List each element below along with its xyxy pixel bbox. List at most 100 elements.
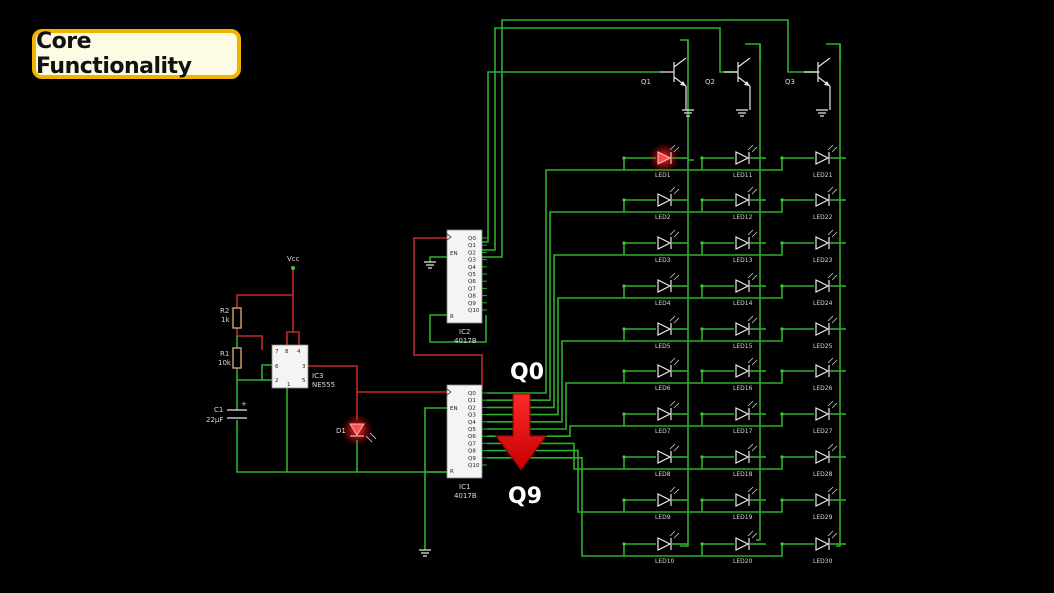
led-led8: LED8 [622, 443, 688, 478]
led-label: LED16 [733, 385, 753, 392]
pin-label: R [450, 314, 454, 320]
svg-text:7: 7 [275, 349, 279, 355]
led-body [735, 450, 750, 464]
led-matrix: LED1LED2LED3LED4LED5LED6LED7LED8LED9LED1… [622, 143, 846, 565]
junction [700, 498, 704, 502]
pin-label: EN [450, 406, 458, 412]
junction [622, 455, 626, 459]
led-label: LED7 [655, 428, 671, 435]
led-label: LED12 [733, 214, 753, 221]
led-body [657, 151, 672, 165]
transistor-label: Q3 [785, 78, 795, 86]
led-label: LED18 [733, 471, 753, 478]
chip-ref: IC1 [459, 483, 470, 491]
led-body [815, 279, 830, 293]
led-rays [669, 530, 680, 539]
led-led9: LED9 [622, 486, 688, 521]
led-rays [669, 229, 680, 238]
title-badge-text: Core Functionality [36, 29, 192, 79]
led-rays [827, 486, 838, 495]
led-led28: LED28 [780, 443, 846, 478]
junction [700, 241, 704, 245]
led-led27: LED27 [780, 400, 846, 435]
led-body [735, 193, 750, 207]
led-label: LED6 [655, 385, 671, 392]
led-rays [669, 486, 680, 495]
svg-text:8: 8 [285, 349, 289, 355]
led-label: LED25 [813, 343, 833, 350]
led-label: LED5 [655, 343, 671, 350]
junction [780, 156, 784, 160]
pin-label: Q3 [468, 413, 476, 419]
pin-label: Q9 [468, 456, 476, 462]
led-rays [827, 144, 838, 153]
junction [780, 455, 784, 459]
led-rays [669, 272, 680, 281]
led-body [657, 537, 672, 551]
transistor-label: Q1 [641, 78, 651, 86]
led-body [735, 236, 750, 250]
pin-label: Q9 [468, 301, 476, 307]
led-label: LED29 [813, 514, 833, 521]
led-label: LED3 [655, 257, 671, 264]
junction [700, 412, 704, 416]
junction [622, 369, 626, 373]
junction [700, 327, 704, 331]
led-label: LED26 [813, 385, 833, 392]
led-rays [827, 530, 838, 539]
led-rays [669, 357, 680, 366]
led-body [657, 193, 672, 207]
vcc-terminal: Vcc [287, 255, 300, 270]
led-led26: LED26 [780, 357, 846, 392]
pin-label: R [450, 469, 454, 475]
led-body [815, 364, 830, 378]
led-rays [747, 443, 758, 452]
led-label: LED27 [813, 428, 833, 435]
led-rays [827, 186, 838, 195]
led-body [815, 537, 830, 551]
pin-label: Q7 [468, 441, 476, 447]
led-led5: LED5 [622, 315, 688, 350]
led-label: LED15 [733, 343, 753, 350]
pin-label: Q10 [468, 308, 480, 314]
led-led6: LED6 [622, 357, 688, 392]
counter-chips: ENRQ0Q1Q2Q3Q4Q5Q6Q7Q8Q9Q10IC24017BENRQ0Q… [446, 229, 487, 500]
junction [622, 412, 626, 416]
pin-label: Q2 [468, 250, 476, 256]
led-rays [747, 272, 758, 281]
led-led29: LED29 [780, 486, 846, 521]
pin-label: Q1 [468, 243, 476, 249]
led-rays [827, 443, 838, 452]
led-body [815, 151, 830, 165]
bus-line-q9 [487, 457, 783, 557]
pin-label: Q0 [468, 391, 476, 397]
svg-text:R1: R1 [220, 350, 229, 358]
led-led19: LED19 [700, 486, 766, 521]
transistor-label: Q2 [705, 78, 715, 86]
led-label: LED23 [813, 257, 833, 264]
led-rays [669, 186, 680, 195]
led-label: LED17 [733, 428, 753, 435]
transistor-q3: Q3 [785, 57, 831, 110]
junction [780, 412, 784, 416]
led-led3: LED3 [622, 229, 688, 264]
junction [780, 198, 784, 202]
led-label: LED13 [733, 257, 753, 264]
led-body [735, 322, 750, 336]
led-label: LED28 [813, 471, 833, 478]
chip-ref: IC2 [459, 328, 470, 336]
led-body [815, 236, 830, 250]
led-label: LED19 [733, 514, 753, 521]
junction [622, 198, 626, 202]
led-label: LED9 [655, 514, 671, 521]
led-body [735, 407, 750, 421]
led-led21: LED21 [780, 144, 846, 179]
transistor-q2: Q2 [705, 57, 751, 110]
junction [700, 455, 704, 459]
svg-text:4: 4 [297, 349, 301, 355]
led-led7: LED7 [622, 400, 688, 435]
led-body [657, 407, 672, 421]
led-led23: LED23 [780, 229, 846, 264]
led-led17: LED17 [700, 400, 766, 435]
